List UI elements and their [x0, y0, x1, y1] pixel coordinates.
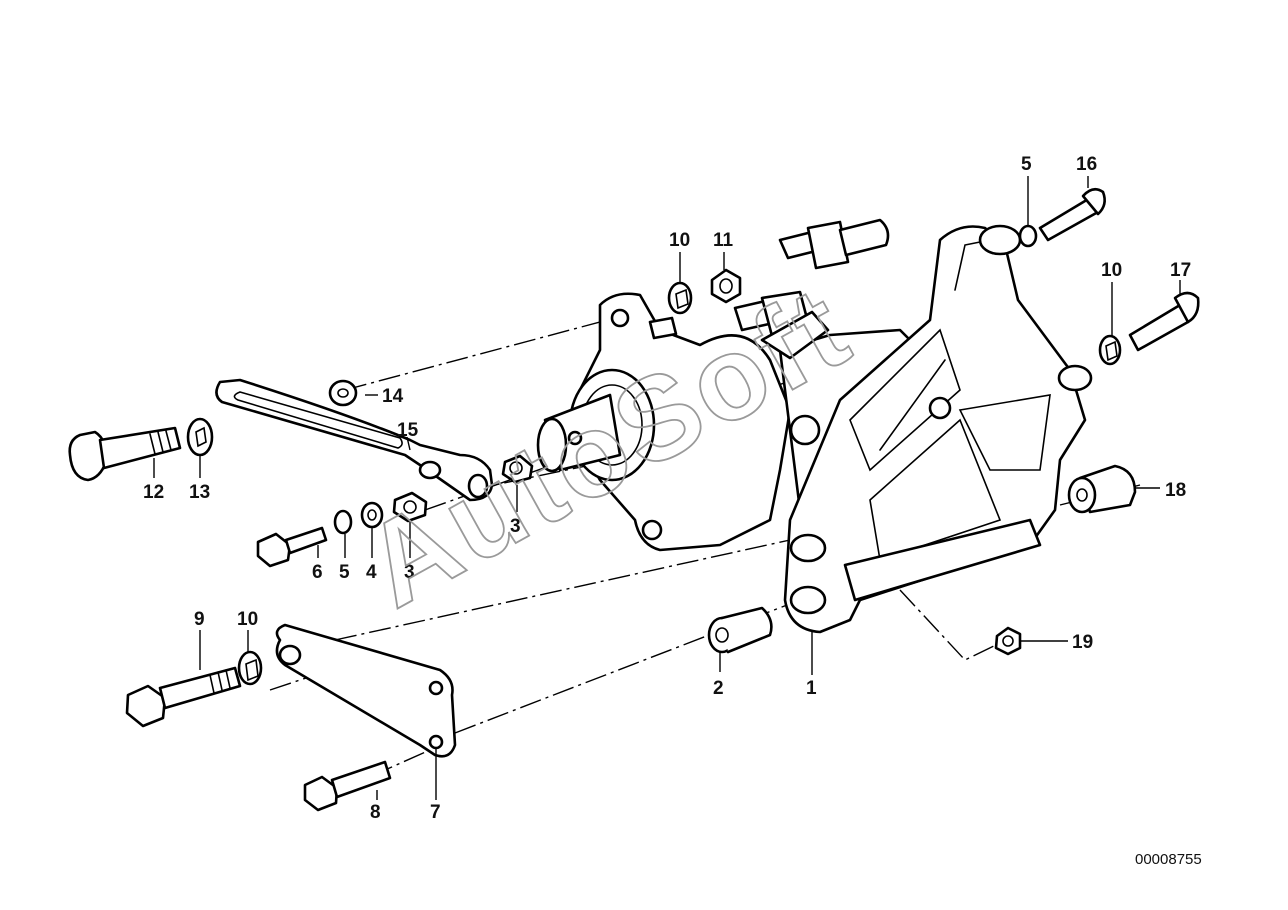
callout-7: 7: [430, 802, 441, 823]
callout-6: 6: [312, 562, 323, 583]
callout-13: 13: [189, 482, 210, 503]
callout-9: 9: [194, 609, 205, 630]
callout-3-upper: 3: [510, 516, 521, 537]
washer-10-upper: [667, 281, 693, 315]
callout-12: 12: [143, 482, 164, 503]
callout-labels: 14 15 3 12 13 6 5 4 3 9 10 8 7 2 1 19 18…: [143, 154, 1191, 823]
washer-14: [328, 379, 358, 407]
spacer-3-upper: [501, 454, 534, 484]
callout-10-lower: 10: [237, 609, 258, 630]
leader-lines: [153, 176, 1181, 800]
bolt-6: [256, 526, 328, 568]
washer-13: [186, 417, 214, 457]
bolt-8: [303, 760, 392, 812]
callout-1: 1: [806, 678, 817, 699]
callout-15: 15: [397, 420, 419, 441]
bolt-17: [1128, 291, 1200, 352]
callout-10-upper: 10: [669, 230, 690, 251]
washer-10-right: [1098, 334, 1122, 366]
callout-17: 17: [1170, 260, 1191, 281]
callout-16: 16: [1076, 154, 1097, 175]
washer-4: [360, 501, 384, 529]
nut-19: [994, 626, 1022, 656]
callout-8: 8: [370, 802, 381, 823]
callout-5-upper: 5: [1021, 154, 1032, 175]
nut-11: [710, 268, 742, 304]
callout-14: 14: [382, 386, 404, 407]
main-bracket: [783, 224, 1093, 634]
bushing-2: [707, 606, 773, 654]
bushing-18: [1067, 464, 1137, 514]
callout-10-right: 10: [1101, 260, 1122, 281]
washer-5-lower: [333, 509, 353, 535]
bolt-12: [68, 426, 182, 482]
callout-19: 19: [1072, 632, 1093, 653]
bolt-9: [125, 666, 242, 728]
tension-strap: [215, 378, 494, 502]
pipe-fittings: [648, 218, 890, 360]
bolt-16: [1038, 187, 1106, 242]
washer-5-upper: [1018, 224, 1038, 248]
washer-10-lower: [237, 650, 263, 686]
spacer-3-lower: [392, 491, 428, 523]
callout-18: 18: [1165, 480, 1186, 501]
lower-plate: [275, 623, 457, 758]
drawing-number: 00008755: [1135, 851, 1202, 868]
callout-11: 11: [713, 230, 734, 251]
callout-2: 2: [713, 678, 724, 699]
callout-5-lower: 5: [339, 562, 350, 583]
callout-3-lower: 3: [404, 562, 415, 583]
callout-4: 4: [366, 562, 377, 583]
